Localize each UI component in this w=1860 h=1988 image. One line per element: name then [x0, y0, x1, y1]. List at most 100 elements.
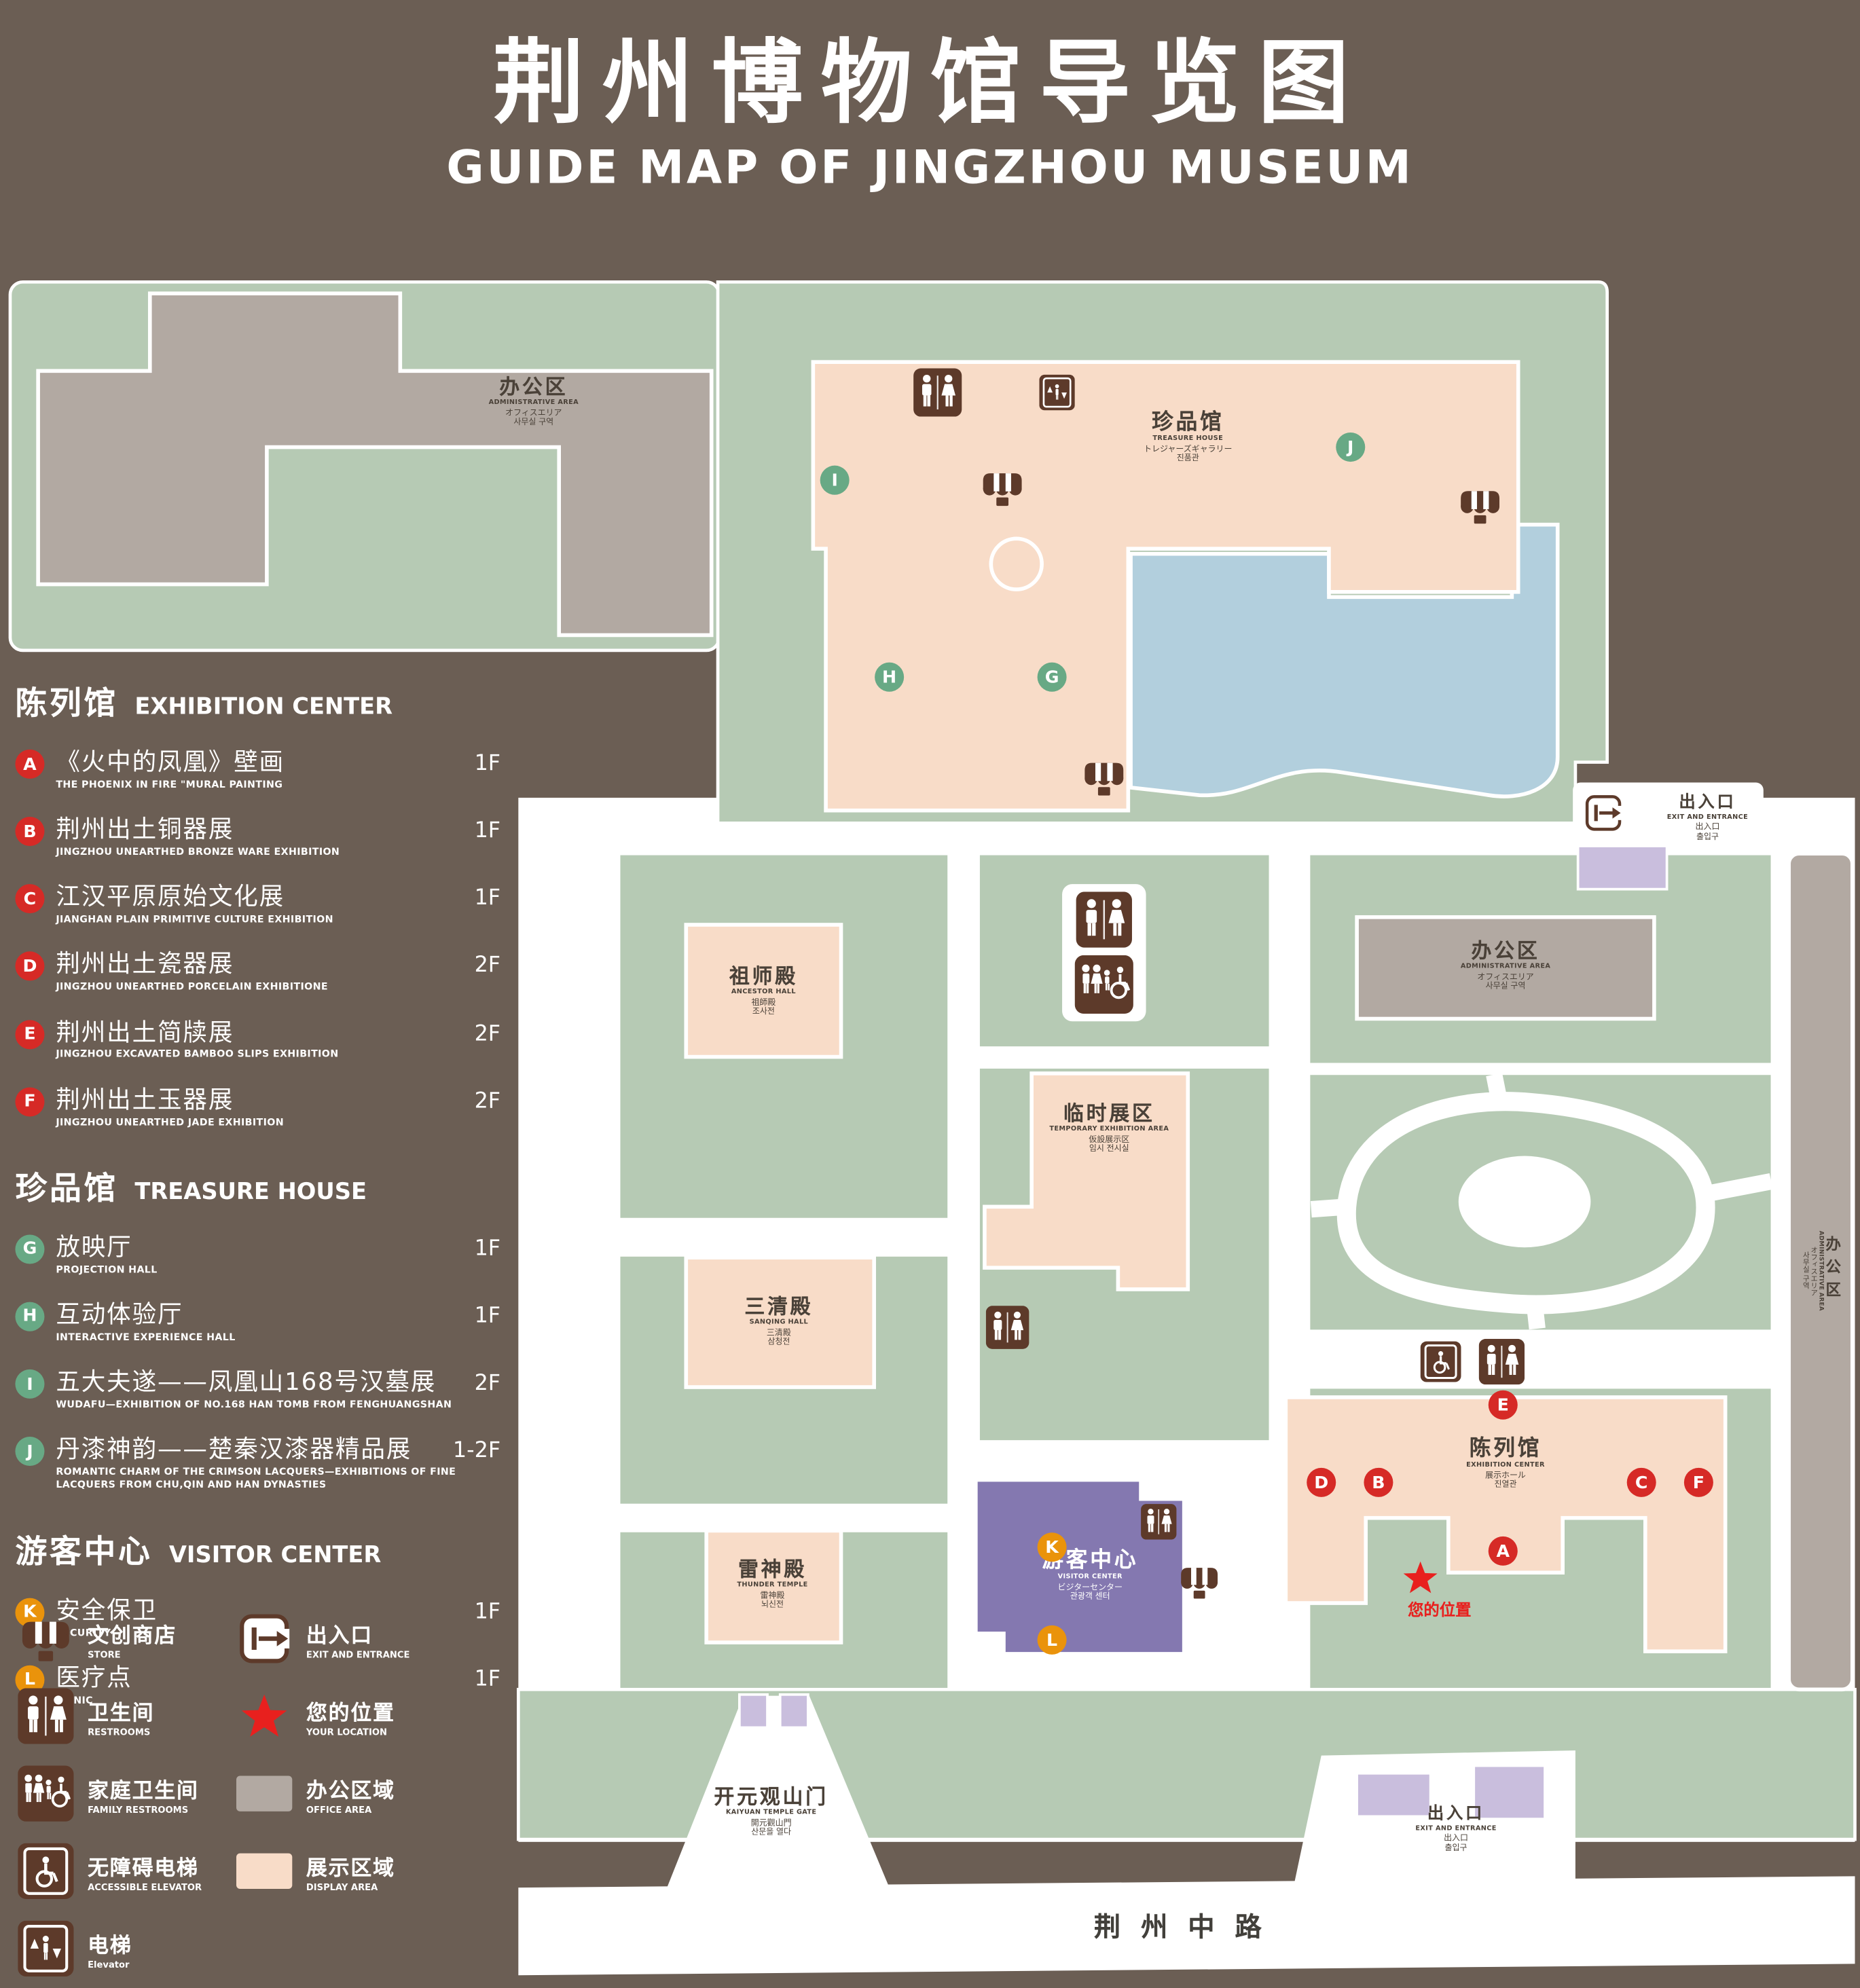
label-line-zh: 临时展区: [1063, 1101, 1155, 1126]
map-marker-j: J: [1336, 432, 1366, 462]
item-zh: 放映厅: [56, 1233, 132, 1262]
south-exit-block-right: [1472, 1764, 1546, 1820]
display-area-swatch: [234, 1853, 295, 1890]
label-line-ja: 仮設展示区: [1089, 1134, 1130, 1145]
label-line-en: EXIT AND ENTRANCE: [1666, 813, 1749, 821]
label-line-ko: 관광객 센터: [1070, 1591, 1110, 1602]
label-sanqing-hall: 三清殿 SANQING HALL 三清殿 삼청전: [744, 1295, 813, 1346]
item-zh: 荆州出土瓷器展: [56, 951, 234, 979]
item-zh: 丹漆神韵——楚秦汉漆器精品展: [56, 1435, 412, 1464]
symbol-en: DISPLAY AREA: [306, 1881, 378, 1892]
symbol-zh: 家庭卫生间: [88, 1778, 199, 1802]
restroom-icon: [1076, 891, 1132, 948]
label-line-zh: 三清殿: [744, 1294, 814, 1319]
map-marker-d: D: [1307, 1467, 1336, 1497]
location-star-icon: [234, 1691, 295, 1742]
marker-j: J: [15, 1437, 45, 1467]
label-line-ko: 출입구: [1696, 830, 1719, 841]
exit-icon: [1587, 796, 1622, 829]
item-floor: 1F: [474, 1666, 501, 1692]
heading-en: EXHIBITION CENTER: [134, 693, 393, 720]
heading-zh: 陈列馆: [15, 684, 119, 722]
item-zh: 荆州出土简牍展: [56, 1018, 234, 1046]
accessible-elevator-icon: [15, 1843, 76, 1899]
item-floor: 1F: [474, 818, 501, 844]
legend-item-j: J 丹漆神韵——楚秦汉漆器精品展 ROMANTIC CHARM OF THE C…: [15, 1437, 515, 1492]
map-marker-b: B: [1364, 1467, 1393, 1497]
label-treasure-house: 珍品馆 TREASURE HOUSE トレジャーズギャラリー 진품관: [1144, 410, 1233, 463]
office-area-swatch: [234, 1775, 295, 1811]
label-exit-east: 出入口 EXIT AND ENTRANCE 出入口 출입구: [1666, 794, 1749, 842]
family-restroom-icon: [15, 1766, 76, 1822]
label-line-ko: 삼청전: [767, 1336, 790, 1346]
treasure-house-rotunda: [989, 536, 1044, 591]
restroom-icon: [985, 1306, 1029, 1349]
label-line-ja: 開元觀山門: [750, 1817, 792, 1828]
label-line-zh: 陈列馆: [1469, 1435, 1542, 1462]
accessible-elevator-icon: [1420, 1340, 1461, 1384]
legend-symbol-display-area: 展示区域 DISPLAY AREA: [234, 1843, 515, 1899]
label-line-zh: 雷神殿: [737, 1557, 807, 1582]
label-line-ja: 出入口: [1444, 1833, 1468, 1843]
label-line-ko: 임시 전시실: [1089, 1143, 1129, 1154]
label-line-ko: 사무실 구역: [513, 416, 554, 427]
map-marker-e: E: [1488, 1390, 1518, 1420]
building-temporary-exhibition: [983, 1071, 1190, 1291]
symbol-zh: 您的位置: [306, 1700, 395, 1725]
building-ancestor-hall: [684, 923, 843, 1059]
gate-pillar-left: [737, 1693, 769, 1729]
item-floor: 1F: [474, 750, 501, 777]
restroom-icon: [1141, 1504, 1177, 1540]
legend-item-i: I 五大夫遂——凤凰山168号汉墓展 WUDAFU—EXHIBITION OF …: [15, 1369, 515, 1412]
legend-symbol-exit: 出入口 EXIT AND ENTRANCE: [234, 1610, 515, 1666]
item-zh: 荆州出土玉器展: [56, 1086, 234, 1114]
map-marker-a: A: [1488, 1536, 1518, 1566]
item-floor: 2F: [474, 1370, 501, 1397]
garden-loop-path: [1336, 1092, 1715, 1314]
label-line-zh: 出入口: [1427, 1804, 1485, 1824]
label-admin-northwest: 办公区 ADMINISTRATIVE AREA オフィスエリア 사무실 구역: [489, 375, 579, 427]
item-floor: 1F: [474, 1236, 501, 1262]
item-floor: 1F: [474, 885, 501, 911]
marker-f: F: [15, 1086, 45, 1116]
symbol-zh: 电梯: [88, 1932, 132, 1957]
symbols-legend: 文创商店 STORE 出入口 EXIT AND ENTRANCE 卫生间 RES…: [15, 1610, 515, 1976]
building-admin-northwest: [36, 291, 714, 638]
item-floor: 1F: [474, 1303, 501, 1329]
south-exit-block-left: [1355, 1771, 1432, 1818]
jingzhou-middle-road: [518, 1876, 1855, 1976]
item-zh: 五大夫遂——凤凰山168号汉墓展: [56, 1368, 437, 1397]
gate-pillar-right: [778, 1693, 809, 1729]
east-exit-block: [1576, 845, 1668, 891]
road-label: 荆州中路: [1093, 1911, 1282, 1943]
exit-icon: [234, 1610, 295, 1666]
item-zh: 医疗点: [56, 1663, 132, 1692]
label-line-en: TEMPORARY EXHIBITION AREA: [1049, 1125, 1169, 1133]
heading-en: VISITOR CENTER: [168, 1541, 382, 1568]
label-line-ko: 사무실 구역: [1801, 1251, 1809, 1289]
page-subtitle: GUIDE MAP OF JINGZHOU MUSEUM: [446, 142, 1414, 195]
label-line-ja: トレジャーズギャラリー: [1144, 443, 1233, 454]
heading-zh: 游客中心: [15, 1532, 153, 1570]
label-line-en: KAIYUAN TEMPLE GATE: [725, 1808, 817, 1817]
symbol-zh: 文创商店: [88, 1623, 177, 1647]
label-line-en: VISITOR CENTER: [1057, 1572, 1123, 1581]
legend-item-a: A 《火中的凤凰》壁画 THE PHOENIX IN FIRE "MURAL P…: [15, 749, 515, 792]
map-marker-c: C: [1626, 1467, 1656, 1497]
label-line-en: THUNDER TEMPLE: [737, 1581, 808, 1589]
item-en: JINGZHOU UNEARTHED JADE EXHIBITION: [56, 1116, 284, 1128]
symbol-en: Elevator: [88, 1959, 130, 1970]
your-location-label: 您的位置: [1407, 1600, 1472, 1619]
item-en: PROJECTION HALL: [56, 1264, 158, 1275]
item-en: THE PHOENIX IN FIRE "MURAL PAINTING: [56, 778, 283, 790]
symbol-en: ACCESSIBLE ELEVATOR: [88, 1881, 202, 1892]
label-line-zh: 办公区: [1823, 1236, 1842, 1305]
building-sanqing-hall: [684, 1255, 876, 1389]
item-en: WUDAFU—EXHIBITION OF NO.168 HAN TOMB FRO…: [56, 1398, 452, 1410]
label-line-ko: 출입구: [1444, 1842, 1467, 1853]
heading-en: TREASURE HOUSE: [134, 1178, 367, 1206]
restroom-icon: [15, 1688, 76, 1744]
symbol-zh: 办公区域: [306, 1778, 395, 1802]
label-line-ja: ビジターセンター: [1057, 1581, 1123, 1592]
